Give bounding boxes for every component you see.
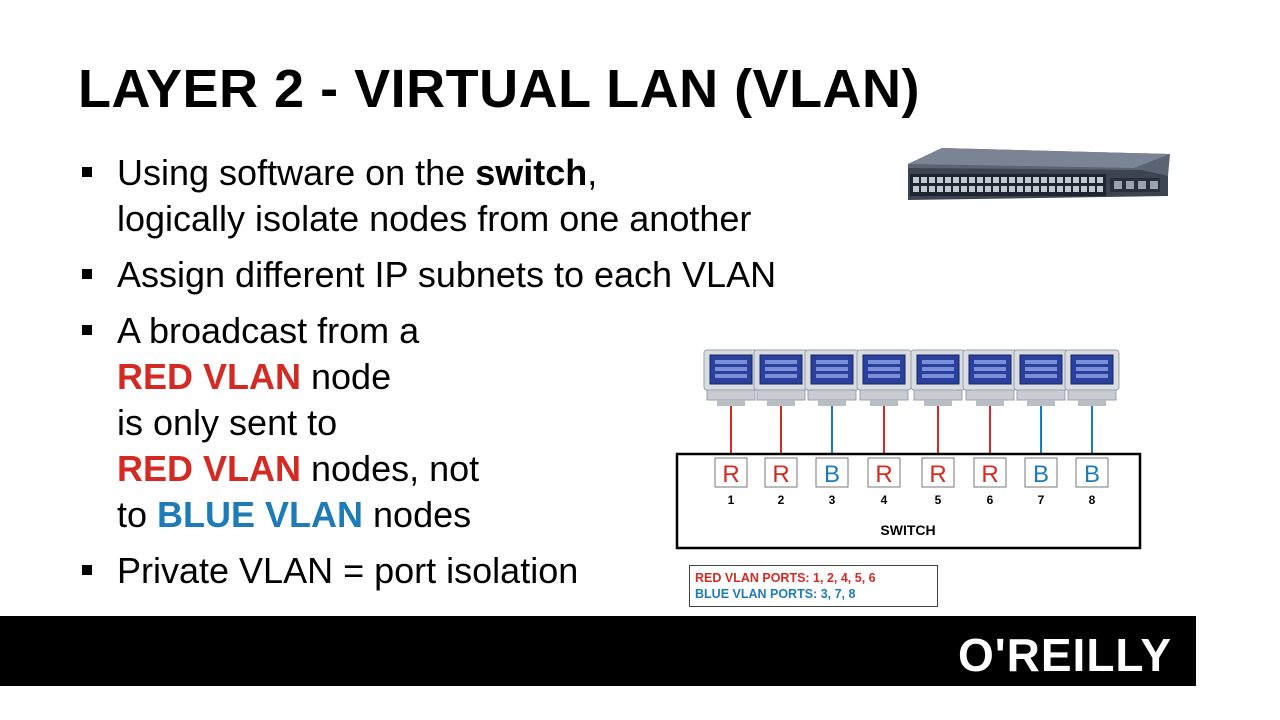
text-fragment: nodes (363, 494, 472, 535)
slide-title: LAYER 2 - VIRTUAL LAN (VLAN) (78, 59, 921, 119)
red-vlan-text: RED VLAN (117, 448, 302, 489)
text-fragment: , (587, 152, 598, 193)
computer-icon (856, 349, 912, 406)
computer-icon (910, 349, 966, 406)
port-box (1024, 457, 1058, 488)
port-vlan-letter: R (722, 461, 739, 488)
switch-ports-grid (913, 177, 1103, 192)
bullet-line: Assign different IP subnets to each VLAN (117, 254, 777, 295)
computer-icon (703, 349, 759, 406)
port-box (973, 457, 1007, 488)
network-switch-image (908, 148, 1170, 200)
computer-icon (753, 349, 809, 406)
bullet-line: to BLUE VLAN nodes (117, 492, 860, 538)
bullet-line: RED VLAN node (117, 354, 860, 400)
bullet-item: Assign different IP subnets to each VLAN (80, 252, 860, 298)
oreilly-logo: O'REILLY (957, 629, 1172, 681)
computer-icon (804, 349, 860, 406)
vlan-diagram: R 1 R 2 B 3 R 4 R 5 R 6 B 7 B 8 SWITCH (675, 349, 1142, 550)
port-box (764, 457, 798, 488)
port-vlan-letter: R (875, 461, 892, 488)
bullet-line: RED VLAN nodes, not (117, 446, 860, 492)
port-box (815, 457, 849, 488)
port-vlan-letter: R (929, 461, 946, 488)
text-fragment: node (301, 356, 392, 397)
port-box (921, 457, 955, 488)
bullet-line: Private VLAN = port isolation (117, 550, 579, 591)
bullet-line: Using software on the switch, (117, 150, 860, 196)
port-number: 8 (1089, 493, 1096, 507)
text-fragment: nodes, not (301, 448, 480, 489)
port-number: 6 (987, 493, 994, 507)
port-vlan-letter: B (1033, 461, 1049, 488)
bullet-list: Using software on the switch, logically … (80, 150, 860, 604)
bullet-square-icon (82, 325, 92, 335)
port-number: 7 (1038, 493, 1045, 507)
legend-blue-ports: BLUE VLAN PORTS: 3, 7, 8 (695, 587, 856, 601)
port-vlan-letter: B (1084, 461, 1100, 488)
blue-vlan-text: BLUE VLAN (157, 494, 364, 535)
port-box (1075, 457, 1109, 488)
red-vlan-text: RED VLAN (117, 356, 302, 397)
computers-layer (703, 349, 1120, 456)
port-number: 2 (778, 493, 785, 507)
port-number: 3 (829, 493, 836, 507)
text-fragment: Using software on the (117, 152, 476, 193)
port-vlan-letter: B (824, 461, 840, 488)
bullet-square-icon (82, 565, 92, 575)
bullet-item: Using software on the switch, logically … (80, 150, 860, 242)
switch-box (675, 452, 1142, 550)
port-number: 1 (728, 493, 735, 507)
port-number: 5 (935, 493, 942, 507)
computer-icon (962, 349, 1018, 406)
footer-bar: O'REILLY (0, 616, 1196, 686)
bullet-item: Private VLAN = port isolation (80, 548, 860, 594)
ports-layer: R 1 R 2 B 3 R 4 R 5 R 6 B 7 B 8 (714, 457, 1109, 507)
port-vlan-letter: R (772, 461, 789, 488)
port-box (714, 457, 748, 488)
legend-red-ports: RED VLAN PORTS: 1, 2, 4, 5, 6 (695, 571, 876, 585)
computer-icon (1013, 349, 1069, 406)
bullet-line: is only sent to (117, 402, 338, 443)
port-vlan-letter: R (981, 461, 998, 488)
bullet-item: A broadcast from a RED VLAN node is only… (80, 308, 860, 538)
computer-icon (1064, 349, 1120, 406)
bullet-square-icon (82, 167, 92, 177)
switch-label: SWITCH (880, 522, 935, 538)
bullet-line: A broadcast from a (117, 310, 420, 351)
port-number: 4 (881, 493, 888, 507)
port-box (867, 457, 901, 488)
text-fragment: to (117, 494, 158, 535)
vlan-legend: RED VLAN PORTS: 1, 2, 4, 5, 6 BLUE VLAN … (689, 565, 938, 607)
bold-switch-text: switch (475, 152, 588, 193)
bullet-line: logically isolate nodes from one another (117, 198, 752, 239)
bullet-square-icon (82, 269, 92, 279)
